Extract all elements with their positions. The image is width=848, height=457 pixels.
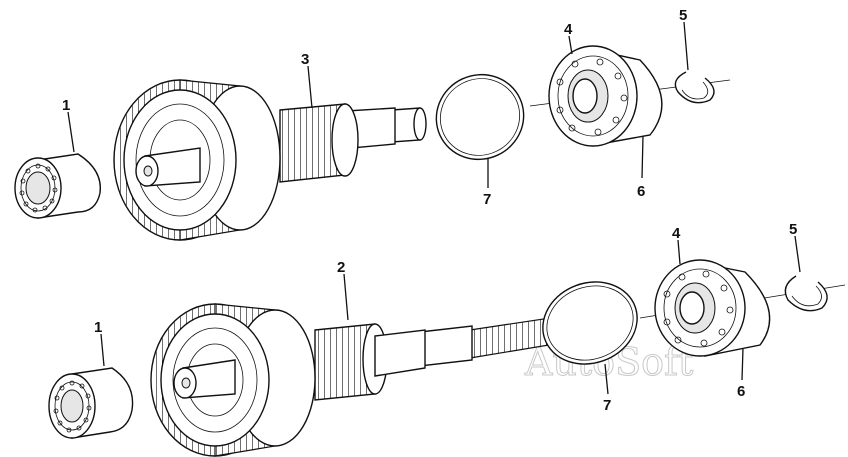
bottom-seal-ring bbox=[542, 281, 638, 365]
bottom-callout-shield: 6 bbox=[737, 383, 745, 400]
bottom-ball-bearing bbox=[654, 259, 771, 357]
bottom-callout-shaft: 2 bbox=[337, 259, 345, 276]
top-callout-seal-ring: 7 bbox=[483, 191, 491, 208]
top-gear-shaft bbox=[113, 79, 427, 241]
top-seal-ring bbox=[435, 73, 525, 161]
top-ball-bearing bbox=[548, 45, 663, 147]
top-callout-shield: 6 bbox=[637, 183, 645, 200]
bottom-gear-shaft bbox=[150, 303, 556, 457]
top-roller-bearing bbox=[14, 153, 102, 219]
top-callout-shaft: 3 bbox=[301, 51, 309, 68]
bottom-callout-circlip: 5 bbox=[789, 221, 797, 238]
top-callout-circlip: 5 bbox=[679, 7, 687, 24]
bottom-roller-bearing bbox=[48, 367, 134, 439]
bottom-callout-bearing: 1 bbox=[94, 319, 102, 336]
top-callout-bearing: 1 bbox=[62, 97, 70, 114]
top-assembly: 1 3 4 5 6 7 bbox=[14, 7, 731, 241]
bottom-assembly: 1 2 4 5 6 7 bbox=[48, 221, 846, 457]
top-circlip bbox=[674, 71, 715, 104]
bottom-callout-seal-ring: 7 bbox=[603, 397, 611, 414]
top-callout-ball-bearing: 4 bbox=[564, 21, 573, 38]
bottom-circlip bbox=[784, 275, 828, 312]
bottom-callout-ball-bearing: 4 bbox=[672, 225, 681, 242]
